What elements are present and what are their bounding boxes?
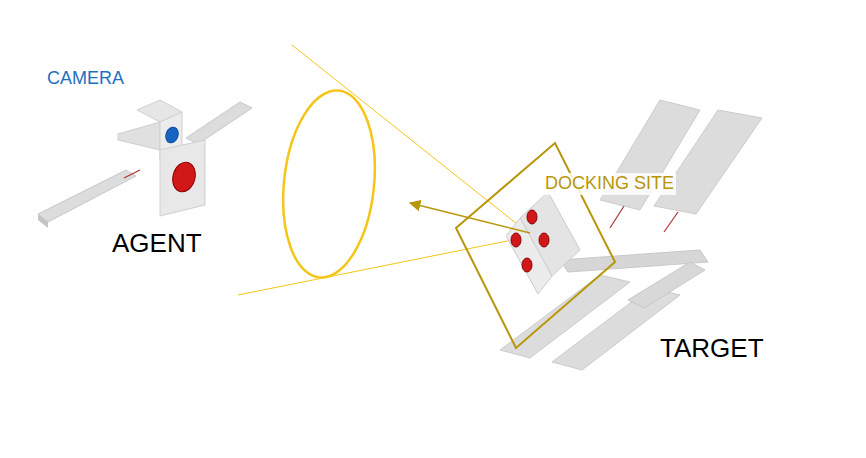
approach-arrow [410,203,530,233]
target-station [500,100,762,370]
part-label: TARGET [658,333,766,364]
part-label: DOCKING SITE [543,173,676,195]
docking-port [511,233,521,247]
solar-panel [186,102,252,144]
docking-port [169,160,198,195]
docking-port [527,210,537,224]
docking-port [522,258,532,272]
body-front [160,140,205,216]
solar-panel [38,170,136,222]
solar-panel [628,262,705,308]
panel-boom [664,212,678,232]
view-cone [238,45,532,295]
body-side [118,122,160,150]
part-label: CAMERA [45,68,126,90]
solar-panel [654,110,762,214]
module [506,218,552,294]
part-label: AGENT [110,228,204,259]
agent-satellite [38,100,252,228]
view-ellipse [274,86,383,282]
camera-lens [164,125,181,144]
panel-boom [610,206,624,228]
cone-edge [292,45,532,236]
panel-edge [38,214,48,228]
docking-port [539,233,549,247]
cone-edge [238,236,532,295]
panel-boom [124,170,140,178]
